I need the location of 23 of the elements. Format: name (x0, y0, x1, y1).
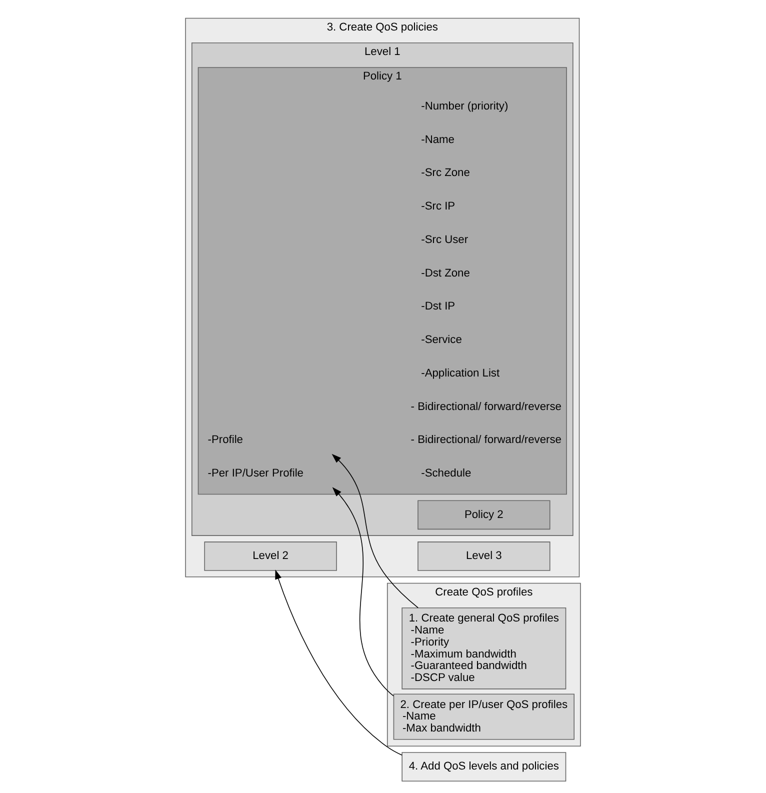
node-text: -Dst Zone (421, 267, 470, 280)
node-box: 2. Create per IP/user QoS profiles -Name -Max bandwidth (393, 694, 574, 740)
arrow (332, 454, 419, 608)
node-text: -Service (421, 334, 462, 346)
node-text: -Number (priority) (421, 100, 508, 112)
node-box: Level 3 (418, 542, 550, 571)
node-text: -Name (421, 134, 454, 146)
node-text: -Schedule (421, 468, 472, 480)
node-text: -Dst IP (421, 300, 456, 313)
node-text: -Per IP/User Profile (208, 468, 304, 480)
arrow (332, 487, 394, 696)
node-text: -Src User (421, 234, 468, 246)
node-box: Policy 2 (418, 500, 550, 530)
node-text: -Profile (208, 434, 243, 446)
node-box: 1. Create general QoS profiles -Name -Priority -Maximum bandwidth -Guaranteed bandwidth -DSCP value (402, 607, 566, 690)
node-text: - Bidirectional/ forward/reverse (410, 400, 562, 413)
node-text: -Src Zone (421, 167, 470, 180)
node-box: 4. Add QoS levels and policies (402, 752, 566, 782)
node-text: -Application List (421, 367, 500, 380)
node-text: -Src IP (421, 200, 456, 213)
arrow (275, 570, 402, 756)
node-box: Level 2 (204, 542, 337, 571)
node-text: - Bidirectional/ forward/reverse (410, 434, 562, 446)
